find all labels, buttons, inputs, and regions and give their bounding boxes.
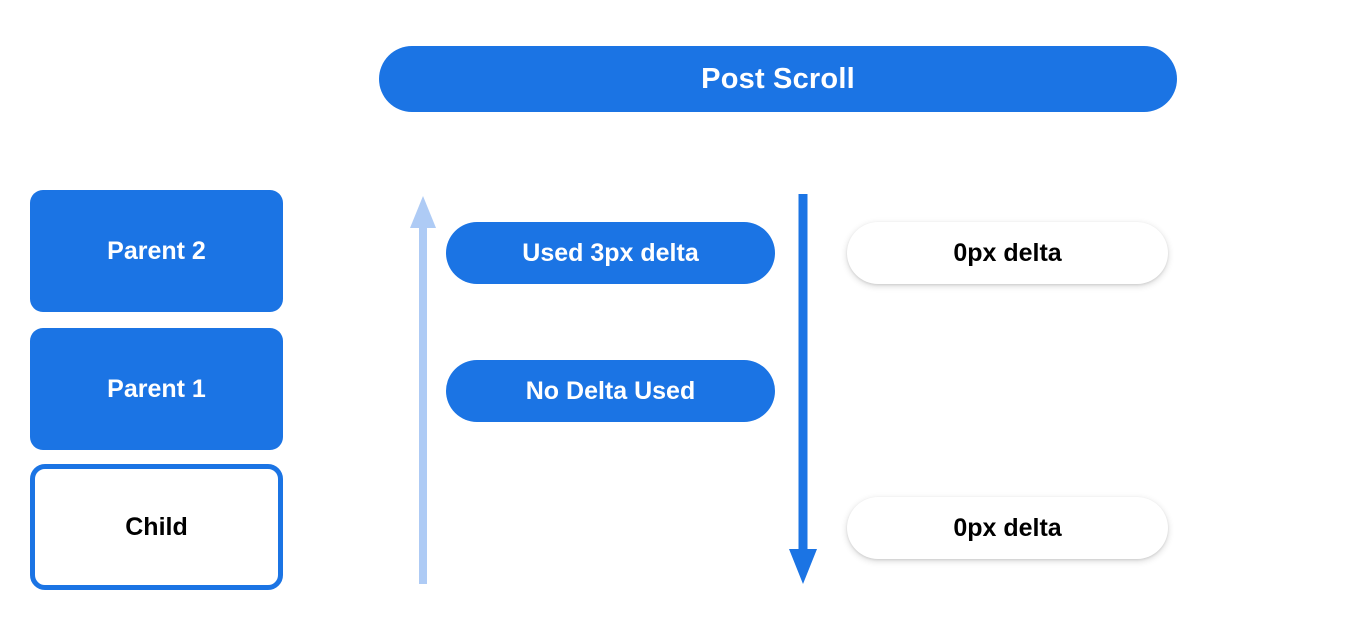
node-parent-2-label: Parent 2 — [107, 236, 206, 265]
pill-remaining-delta-bottom-label: 0px delta — [953, 513, 1062, 542]
pill-remaining-delta-bottom: 0px delta — [847, 497, 1168, 559]
pill-remaining-delta-top-label: 0px delta — [953, 238, 1062, 267]
node-parent-1-label: Parent 1 — [107, 374, 206, 403]
node-child-label: Child — [125, 512, 188, 541]
scroll-up-arrow-icon — [410, 196, 436, 584]
node-child: Child — [30, 464, 283, 590]
pill-used-delta: Used 3px delta — [446, 222, 775, 284]
post-scroll-banner: Post Scroll — [379, 46, 1177, 112]
pill-no-delta-used-label: No Delta Used — [525, 376, 696, 405]
node-parent-2: Parent 2 — [30, 190, 283, 312]
pill-no-delta-used: No Delta Used — [446, 360, 775, 422]
banner-title: Post Scroll — [701, 62, 855, 95]
pill-used-delta-label: Used 3px delta — [522, 238, 699, 267]
scroll-down-arrow-icon — [789, 194, 817, 584]
node-parent-1: Parent 1 — [30, 328, 283, 450]
pill-remaining-delta-top: 0px delta — [847, 222, 1168, 284]
